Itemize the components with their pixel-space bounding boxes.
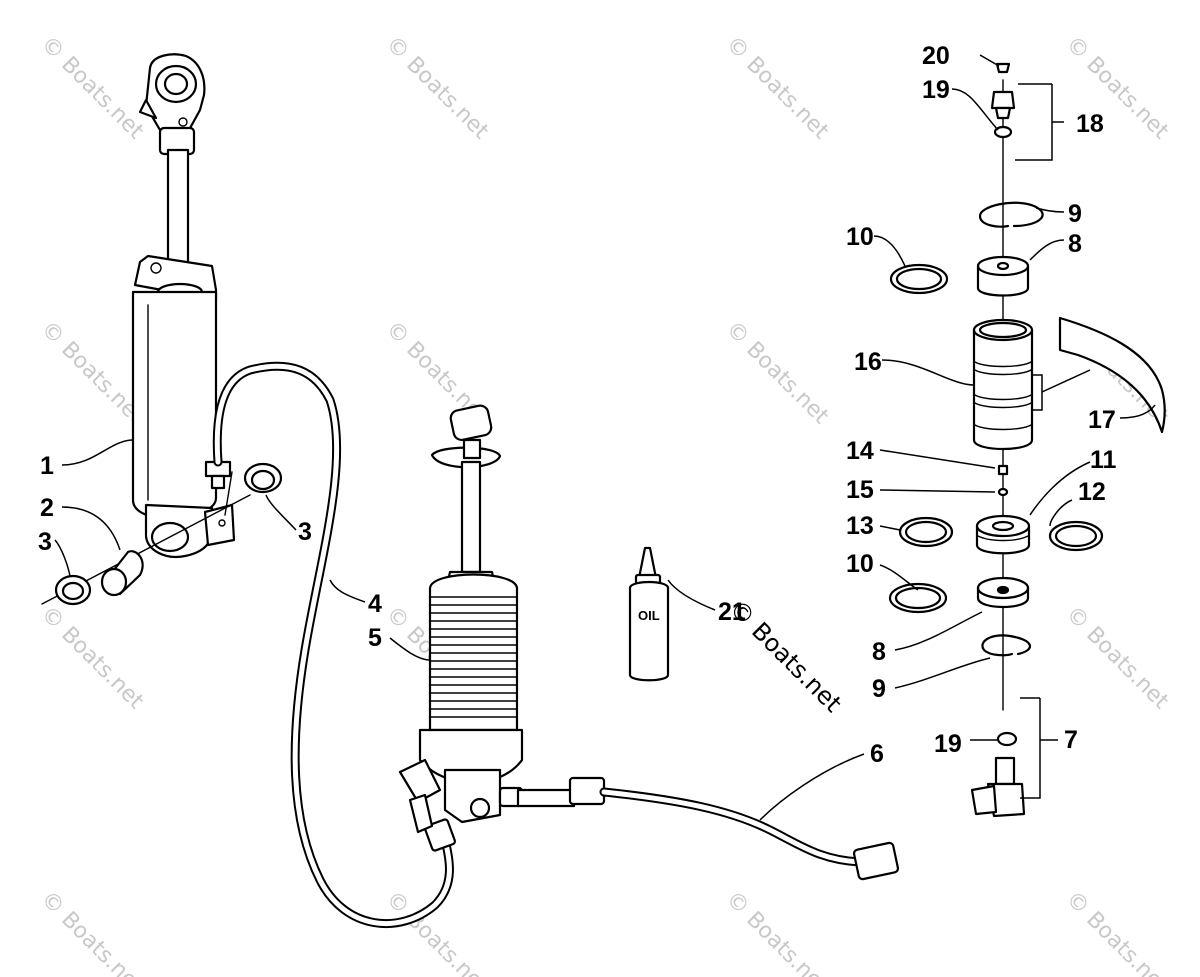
elbow-fitting	[970, 756, 1026, 818]
callout-14: 14	[846, 437, 874, 465]
bushing-left	[54, 574, 92, 606]
callout-9: 9	[1068, 200, 1082, 228]
sleeve	[100, 550, 144, 597]
callout-5: 5	[368, 624, 382, 652]
small-nut	[997, 464, 1009, 476]
sleeve-16	[972, 318, 1034, 451]
callout-7: 7	[1064, 726, 1078, 754]
callout-11: 11	[1090, 446, 1117, 474]
piston	[975, 514, 1031, 555]
callouts: 1 2 3 3 4 5 21 6 7 19 9 8 10 13 12 11 15…	[38, 42, 1117, 768]
watermark: © Boats.net	[36, 32, 149, 145]
callout-8: 8	[872, 638, 886, 666]
watermark: © Boats.net	[381, 32, 494, 145]
oil-label: OIL	[638, 608, 660, 623]
hose-4	[212, 361, 456, 929]
small-washer	[997, 487, 1009, 497]
watermark: © Boats.net	[721, 887, 834, 977]
callout-2: 2	[40, 494, 54, 522]
o-ring	[996, 731, 1018, 747]
watermark: © Boats.net	[721, 317, 834, 430]
threads	[430, 596, 517, 718]
callout-10: 10	[846, 223, 874, 251]
bushing-right	[243, 462, 283, 494]
callout-8: 8	[1068, 230, 1082, 258]
shock-absorber	[131, 53, 236, 558]
callout-21: 21	[718, 598, 746, 626]
snap-ring	[978, 201, 1044, 228]
callout-6: 6	[870, 740, 884, 768]
valve-top	[990, 90, 1016, 139]
watermark: © Boats.net	[36, 602, 149, 715]
leader-lines	[54, 54, 1156, 821]
seal-ring	[898, 516, 954, 548]
callout-15: 15	[846, 476, 874, 504]
callout-16: 16	[854, 348, 882, 376]
cap-bottom	[976, 576, 1030, 608]
callout-17: 17	[1088, 406, 1116, 434]
callout-12: 12	[1078, 478, 1106, 506]
callout-19: 19	[922, 76, 950, 104]
oil-bottle: OIL	[628, 546, 670, 682]
callout-18: 18	[1076, 110, 1104, 138]
callout-3: 3	[38, 528, 52, 556]
seal-ring	[1048, 520, 1104, 552]
watermark: © Boats.net	[36, 317, 149, 430]
cap-top	[976, 255, 1030, 297]
callout-4: 4	[368, 590, 382, 618]
callout-1: 1	[40, 452, 54, 480]
callout-10: 10	[846, 550, 874, 578]
screw	[995, 62, 1011, 74]
callout-19: 19	[934, 730, 962, 758]
reservoir	[398, 404, 524, 834]
watermark-center: © Boats.net	[724, 594, 847, 717]
callout-20: 20	[922, 42, 950, 70]
callout-3: 3	[298, 518, 312, 546]
callout-9: 9	[872, 675, 886, 703]
watermark: © Boats.net	[1061, 887, 1174, 977]
label-sheet	[1058, 316, 1166, 434]
hose-6	[516, 776, 900, 881]
callout-13: 13	[846, 512, 874, 540]
watermark: © Boats.net	[1061, 602, 1174, 715]
snap-ring	[981, 634, 1031, 657]
seal-ring	[889, 263, 949, 295]
watermark: © Boats.net	[36, 887, 149, 977]
seal-ring	[888, 582, 948, 614]
watermark: © Boats.net	[721, 32, 834, 145]
